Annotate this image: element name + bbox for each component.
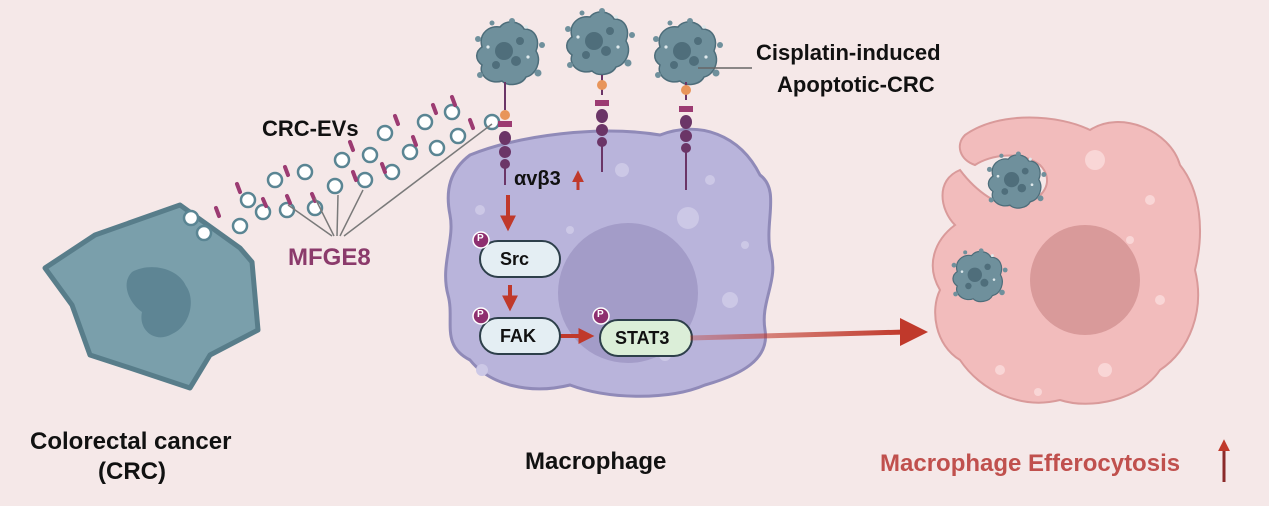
efferocytosis-arrowhead xyxy=(900,318,928,346)
apoptotic-cell-2 xyxy=(564,7,636,76)
efferocyte-nucleus xyxy=(1030,225,1140,335)
crc-nucleus xyxy=(126,267,191,338)
efferocytosis-arrow xyxy=(689,329,906,341)
apoptotic-label-line1: Cisplatin-induced xyxy=(756,40,941,65)
apoptotic-label-line2: Apoptotic-CRC xyxy=(777,72,935,97)
crc-label-line2: (CRC) xyxy=(98,458,166,485)
stat3-label: STAT3 xyxy=(615,328,670,348)
phospho-label-src: P xyxy=(477,233,484,244)
efferocyte-vacuoles xyxy=(995,150,1165,396)
phospho-icon xyxy=(472,231,610,325)
integrin-label: αvβ3 xyxy=(514,168,561,190)
mfge8-markers xyxy=(214,95,475,218)
phospho-label-stat3: P xyxy=(597,309,604,320)
src-label: Src xyxy=(500,249,530,269)
fak-label: FAK xyxy=(500,326,536,346)
crc-label-line1: Colorectal cancer xyxy=(30,428,232,455)
phospho-label-fak: P xyxy=(477,309,484,320)
apoptotic-cell-3 xyxy=(652,17,724,86)
mfge8-pointer-lines xyxy=(287,123,493,237)
macrophage-label: Macrophage xyxy=(525,448,667,475)
integrin-receptors xyxy=(498,75,693,190)
apoptotic-cell-1 xyxy=(474,17,546,86)
fak-box xyxy=(479,317,561,355)
mfge8-label: MFGE8 xyxy=(288,244,371,271)
src-box xyxy=(479,240,561,278)
crc-evs-label: CRC-EVs xyxy=(262,116,359,141)
efferocytosis-label: Macrophage Efferocytosis xyxy=(880,450,1181,477)
signaling-arrows xyxy=(500,195,595,344)
